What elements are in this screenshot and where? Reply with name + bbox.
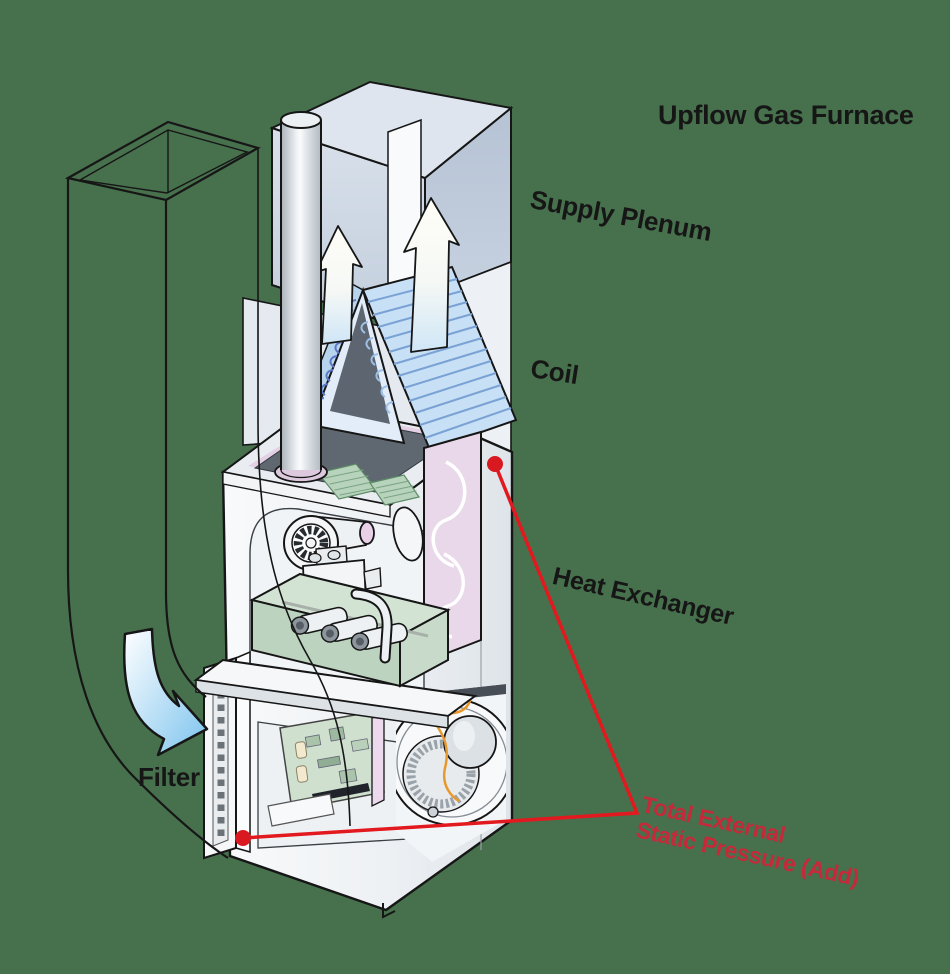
callout-dot-top	[487, 456, 503, 472]
arrow-up-icon	[403, 197, 460, 353]
label-filter: Filter	[138, 762, 200, 792]
burner	[290, 606, 348, 635]
burner-assembly	[249, 572, 451, 688]
coil-tube-bends-inner	[360, 321, 394, 414]
flue-pipe	[274, 111, 328, 483]
capacitor	[295, 765, 309, 783]
capacitor	[294, 741, 308, 759]
airflow-arrow-icon	[123, 627, 209, 757]
base-notch	[382, 903, 396, 919]
diagram-title: Upflow Gas Furnace	[658, 100, 914, 130]
blower-shelf	[193, 658, 478, 729]
callout-dot-bottom	[235, 830, 251, 846]
callout-leader	[235, 456, 640, 846]
manifold-pipe	[352, 590, 391, 662]
return-air-duct	[64, 120, 351, 859]
blower-assembly	[396, 684, 506, 862]
heat-exchanger-panel	[423, 430, 482, 664]
burner	[320, 614, 378, 643]
blower-compartment	[257, 684, 506, 862]
inspection-oval	[392, 506, 424, 562]
callout-leader-line	[242, 463, 640, 840]
cabinet-top-vents	[316, 463, 420, 506]
